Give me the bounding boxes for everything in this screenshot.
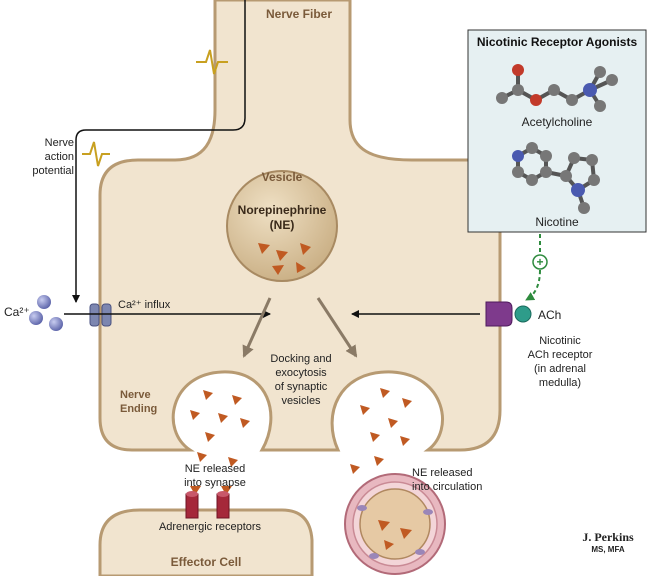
ne-synapse-label: NE released into synapse: [184, 463, 246, 489]
nerve-action-potential-label: Nerve action potential: [32, 137, 74, 177]
ne-molecule: [218, 413, 228, 423]
calcium-ion: [29, 311, 43, 325]
ca-ion-label: Ca²⁺: [4, 305, 30, 319]
effector-cell: [98, 508, 314, 576]
nerve-ending-label: Nerve Ending: [120, 389, 158, 415]
agonist-arrow: [525, 269, 541, 301]
agonists-panel: [467, 29, 647, 233]
exocytosis-ne-left: [190, 390, 250, 442]
plus-badge: [532, 254, 548, 270]
ne-molecule: [190, 486, 201, 495]
docking-arrow-right: [316, 297, 358, 358]
acetylcholine-structure: [496, 64, 618, 112]
effector-cell-label: Effector Cell: [171, 555, 242, 569]
adrenergic-receptor: [216, 491, 230, 519]
acetylcholine-label: Acetylcholine: [522, 115, 593, 129]
circulation-ne: [350, 456, 384, 474]
ne-molecule: [384, 540, 394, 550]
calcium-ion: [49, 317, 63, 331]
ne-molecule: [221, 486, 232, 495]
ne-molecule: [296, 262, 306, 273]
ne-molecule: [197, 452, 207, 462]
ne-molecule: [360, 405, 370, 415]
ne-molecule: [240, 418, 250, 428]
ne-molecule: [272, 265, 284, 275]
ne-molecule: [205, 432, 215, 442]
ne-molecule: [374, 456, 384, 466]
ne-molecule: [276, 250, 288, 261]
nicotine-structure: [512, 142, 600, 214]
ach-molecule: [514, 305, 532, 323]
ne-molecule: [370, 432, 380, 442]
action-potential-spike-icon: [82, 141, 110, 167]
calcium-ion: [37, 295, 51, 309]
ne-molecule: [380, 388, 390, 398]
nicotinic-receptor-label: Nicotinic ACh receptor (in adrenal medul…: [527, 335, 593, 389]
vesicle-label: Vesicle: [262, 170, 303, 184]
ne-molecule: [232, 395, 242, 405]
adrenergic-receptor: [185, 491, 199, 519]
ne-molecule: [228, 457, 238, 467]
vesicle: [226, 170, 338, 282]
ne-molecule: [190, 410, 200, 420]
action-potential-path: [72, 0, 246, 303]
agonists-panel-title: Nicotinic Receptor Agonists: [477, 35, 638, 49]
ach-label: ACh: [538, 308, 561, 322]
ne-molecule: [388, 418, 398, 428]
signature-name: J. Perkins: [582, 530, 634, 544]
norepinephrine-label: Norepinephrine (NE): [237, 203, 327, 232]
calcium-channel: [89, 303, 112, 327]
adrenergic-receptors-label: Adrenergic receptors: [158, 521, 262, 533]
ca-influx-label: Ca²⁺ influx: [118, 299, 171, 311]
nerve-fiber-label: Nerve Fiber: [266, 7, 332, 21]
ne-molecule: [350, 464, 360, 474]
ne-molecule: [400, 436, 410, 446]
docking-label: Docking and exocytosis of synaptic vesic…: [270, 353, 332, 407]
plus-sign: +: [536, 255, 543, 269]
ne-molecule: [258, 243, 270, 254]
ne-molecule: [378, 520, 390, 531]
nicotinic-receptor: [485, 301, 513, 327]
ne-circulation-label: NE released into circulation: [412, 467, 483, 493]
ne-molecule: [203, 390, 213, 400]
docking-arrow-left: [242, 297, 272, 358]
vesicle-ne-molecules: [258, 243, 311, 275]
exocytosis-ne-right: [360, 388, 412, 446]
ne-molecule: [300, 243, 311, 255]
signature-credentials: MS, MFA: [591, 545, 625, 554]
action-potential-spike-icon: [196, 49, 228, 75]
nicotine-label: Nicotine: [535, 215, 579, 229]
blood-vessel: [344, 473, 446, 575]
ne-molecule: [400, 528, 412, 539]
synapse-ne: [190, 452, 238, 495]
ne-molecule: [402, 398, 412, 408]
